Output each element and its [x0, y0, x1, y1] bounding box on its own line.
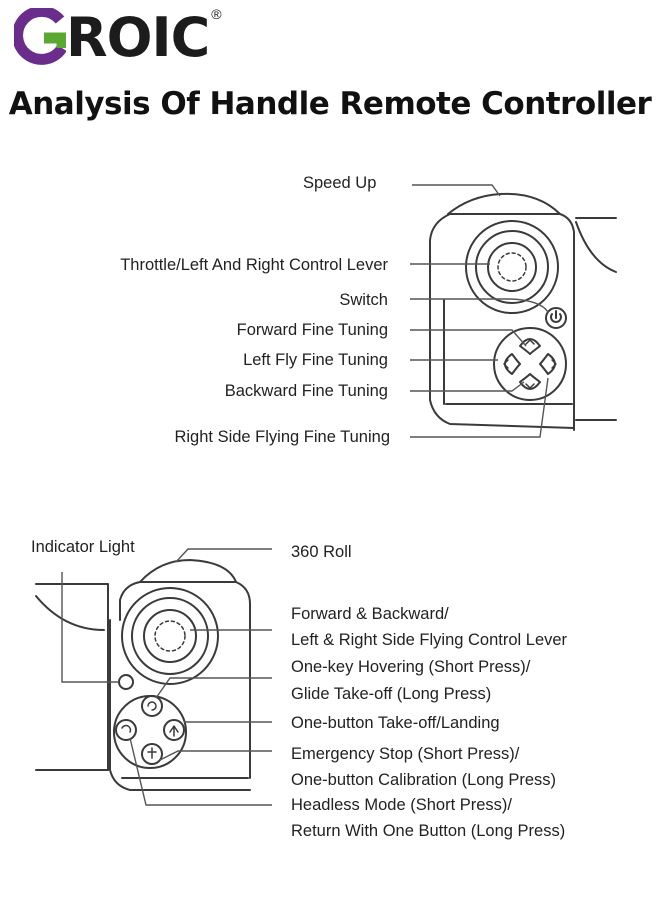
label-estop-line1: Emergency Stop (Short Press)/	[291, 745, 520, 763]
label-speed-up: Speed Up	[303, 174, 377, 192]
bottom-controller-body	[35, 559, 251, 791]
label-hover-line2: Glide Take-off (Long Press)	[291, 685, 492, 703]
label-headless-line2: Return With One Button (Long Press)	[291, 822, 566, 840]
leader-lines	[61, 184, 549, 806]
page-title: Analysis Of Handle Remote Controller	[8, 86, 652, 122]
label-backward-fine-tuning: Backward Fine Tuning	[224, 382, 388, 400]
label-control-lever-line1: Forward & Backward/	[291, 605, 449, 623]
label-control-lever-line2: Left & Right Side Flying Control Lever	[291, 631, 568, 649]
top-controller-body	[429, 192, 617, 431]
top-power-button	[545, 307, 567, 329]
brand-logo: ROIC ®	[14, 6, 222, 74]
label-throttle-lever: Throttle/Left And Right Control Lever	[120, 256, 388, 274]
registered-mark: ®	[211, 6, 222, 22]
label-switch: Switch	[339, 291, 388, 309]
label-headless-line1: Headless Mode (Short Press)/	[291, 796, 513, 814]
brand-g-icon	[14, 8, 66, 65]
top-trim-pad	[493, 327, 567, 401]
bottom-button-cluster	[113, 695, 187, 769]
label-right-side-fine-tuning: Right Side Flying Fine Tuning	[174, 428, 390, 446]
label-takeoff-landing: One-button Take-off/Landing	[291, 714, 500, 732]
label-hover-line1: One-key Hovering (Short Press)/	[291, 658, 531, 676]
label-360-roll: 360 Roll	[291, 543, 352, 561]
label-estop-line2: One-button Calibration (Long Press)	[291, 771, 557, 789]
label-indicator-light: Indicator Light	[31, 538, 135, 556]
indicator-light	[118, 674, 134, 690]
label-left-fly-fine-tuning: Left Fly Fine Tuning	[243, 351, 388, 369]
bottom-joystick	[121, 587, 219, 685]
top-joystick	[465, 220, 559, 314]
label-forward-fine-tuning: Forward Fine Tuning	[236, 321, 388, 339]
brand-name: ROIC	[66, 6, 210, 69]
